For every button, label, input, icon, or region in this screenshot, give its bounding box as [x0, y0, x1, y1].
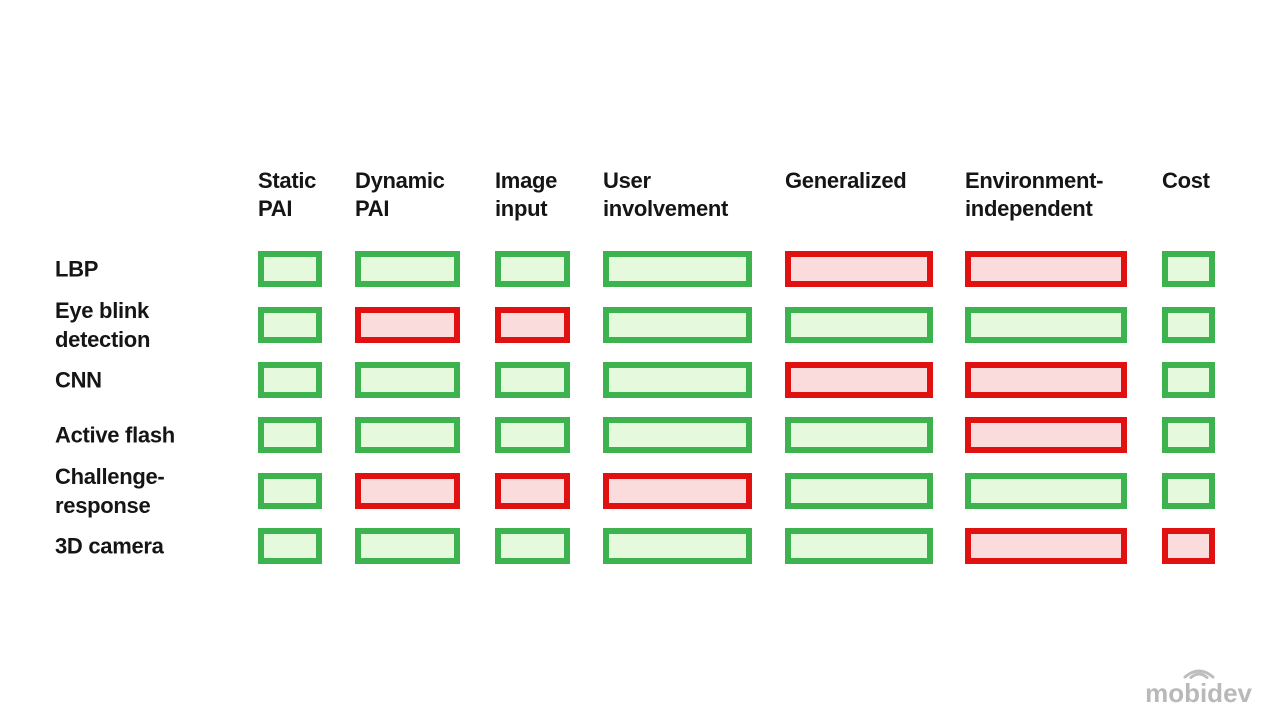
- cell-cnn-environment-independent: [965, 362, 1127, 398]
- cell-active-flash-user-involvement: [603, 417, 752, 453]
- cell-3d-camera-cost: [1162, 528, 1215, 564]
- cell-lbp-static-pai: [258, 251, 322, 287]
- cell-challenge-response-generalized: [785, 473, 933, 509]
- cell-cnn-image-input: [495, 362, 570, 398]
- cell-eye-blink-detection-image-input: [495, 307, 570, 343]
- mobidev-logo: mobidev: [1145, 666, 1252, 706]
- cell-lbp-cost: [1162, 251, 1215, 287]
- logo-text: mobidev: [1145, 678, 1252, 708]
- cell-active-flash-static-pai: [258, 417, 322, 453]
- column-header-image-input: Image input: [495, 168, 558, 221]
- cell-active-flash-cost: [1162, 417, 1215, 453]
- cell-3d-camera-generalized: [785, 528, 933, 564]
- cell-lbp-dynamic-pai: [355, 251, 460, 287]
- cell-lbp-generalized: [785, 251, 933, 287]
- cell-active-flash-generalized: [785, 417, 933, 453]
- cell-3d-camera-static-pai: [258, 528, 322, 564]
- cell-lbp-user-involvement: [603, 251, 752, 287]
- cell-eye-blink-detection-dynamic-pai: [355, 307, 460, 343]
- cell-eye-blink-detection-cost: [1162, 307, 1215, 343]
- cell-active-flash-dynamic-pai: [355, 417, 460, 453]
- cell-cnn-cost: [1162, 362, 1215, 398]
- cell-eye-blink-detection-environment-independent: [965, 307, 1127, 343]
- cell-active-flash-environment-independent: [965, 417, 1127, 453]
- cell-challenge-response-static-pai: [258, 473, 322, 509]
- wifi-arcs-icon: [1183, 669, 1215, 679]
- cell-cnn-generalized: [785, 362, 933, 398]
- column-header-dynamic-pai: Dynamic PAI: [355, 168, 445, 221]
- cell-eye-blink-detection-static-pai: [258, 307, 322, 343]
- row-label-cnn: CNN: [55, 367, 102, 393]
- cell-cnn-static-pai: [258, 362, 322, 398]
- column-header-static-pai: Static PAI: [258, 168, 317, 221]
- cell-cnn-dynamic-pai: [355, 362, 460, 398]
- column-header-cost: Cost: [1162, 168, 1210, 193]
- row-label-challenge-response: Challenge- response: [55, 464, 165, 518]
- cell-challenge-response-image-input: [495, 473, 570, 509]
- cell-challenge-response-environment-independent: [965, 473, 1127, 509]
- cell-challenge-response-user-involvement: [603, 473, 752, 509]
- column-header-generalized: Generalized: [785, 168, 907, 193]
- cell-lbp-image-input: [495, 251, 570, 287]
- row-label-eye-blink-detection: Eye blink detection: [55, 298, 151, 352]
- cell-challenge-response-dynamic-pai: [355, 473, 460, 509]
- column-header-user-involvement: User involvement: [603, 168, 729, 221]
- cell-active-flash-image-input: [495, 417, 570, 453]
- cell-3d-camera-dynamic-pai: [355, 528, 460, 564]
- column-header-environment-independent: Environment- independent: [965, 168, 1104, 221]
- row-label-active-flash: Active flash: [55, 422, 175, 448]
- cell-3d-camera-environment-independent: [965, 528, 1127, 564]
- row-label-3d-camera: 3D camera: [55, 533, 164, 559]
- cell-eye-blink-detection-generalized: [785, 307, 933, 343]
- cell-challenge-response-cost: [1162, 473, 1215, 509]
- cell-eye-blink-detection-user-involvement: [603, 307, 752, 343]
- cell-cnn-user-involvement: [603, 362, 752, 398]
- cell-3d-camera-image-input: [495, 528, 570, 564]
- cell-lbp-environment-independent: [965, 251, 1127, 287]
- cell-3d-camera-user-involvement: [603, 528, 752, 564]
- row-label-lbp: LBP: [55, 256, 99, 282]
